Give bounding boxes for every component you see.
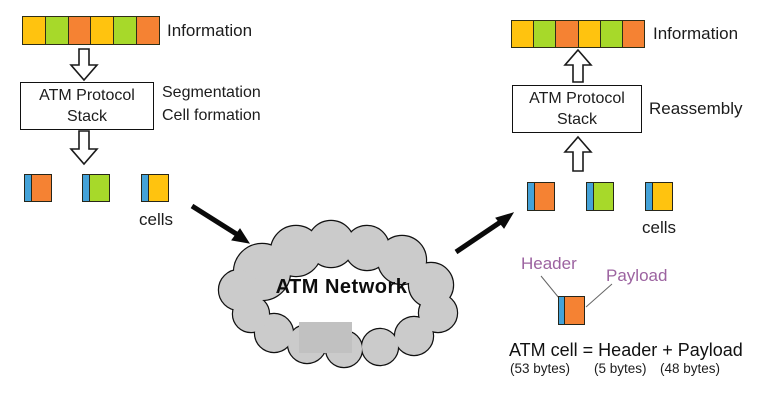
atm-network-cloud-fill [219, 221, 457, 367]
cell-header-strip [559, 297, 565, 324]
cell-formation-label: Cell formation [162, 107, 261, 124]
info-square [113, 17, 137, 44]
from-network-arrow-icon [454, 212, 515, 255]
cell-payload [32, 175, 51, 201]
info-square [23, 17, 45, 44]
info-square [90, 17, 114, 44]
cell-header-strip [25, 175, 32, 201]
cell-header-strip [83, 175, 90, 201]
information-bar [22, 16, 160, 45]
atm-cell [586, 182, 614, 211]
atm-cell-formula-label: ATM cell = Header + Payload [509, 340, 743, 360]
payload-size-label: (48 bytes) [660, 361, 721, 376]
info-square [67, 17, 91, 44]
information-label: Information [653, 24, 739, 43]
down-arrow-icon [69, 130, 99, 166]
header-size-label: (5 bytes) [594, 361, 647, 376]
info-square [577, 21, 600, 47]
atm-cell [24, 174, 52, 202]
cell-payload [565, 297, 584, 324]
down-arrow-icon [69, 48, 99, 82]
cell-header-strip [142, 175, 149, 201]
info-square [621, 21, 645, 47]
segmentation-label: Segmentation [162, 84, 261, 101]
cell-payload [149, 175, 168, 201]
cell-payload [535, 183, 554, 210]
cloud-watermark-rect [299, 322, 352, 353]
atm-cell [527, 182, 555, 211]
stack-box-line1: ATM Protocol [529, 90, 625, 107]
atm-cell [82, 174, 110, 202]
stack-box-line2: Stack [66, 108, 107, 125]
reassembly-label: Reassembly [649, 99, 743, 118]
info-square [136, 17, 159, 44]
info-square [555, 21, 578, 47]
cell-payload [90, 175, 109, 201]
info-square [512, 21, 534, 47]
total-size-label: (53 bytes) [510, 361, 571, 376]
cells-label: cells [139, 210, 174, 229]
information-label: Information [167, 21, 253, 40]
atm-network-label: ATM Network [275, 276, 408, 298]
cell-payload [594, 183, 613, 210]
up-arrow-icon [563, 48, 593, 83]
cell-header-strip [646, 183, 653, 210]
info-square [599, 21, 622, 47]
atm-protocol-stack-box: ATM Protocol Stack [512, 85, 642, 133]
atm-protocol-stack-box: ATM Protocol Stack [20, 82, 154, 130]
cell-header-strip [528, 183, 535, 210]
header-pointer-line [540, 275, 560, 299]
information-bar [511, 20, 645, 48]
cell-payload [653, 183, 672, 210]
up-arrow-icon [563, 135, 593, 172]
stack-box-line2: Stack [556, 111, 597, 128]
stack-box-line1: ATM Protocol [39, 87, 135, 104]
payload-label: Payload [606, 266, 668, 285]
info-square [44, 17, 68, 44]
atm-cell [645, 182, 673, 211]
cells-label: cells [642, 218, 677, 237]
payload-pointer-line [585, 283, 613, 308]
atm-cell [141, 174, 169, 202]
header-label: Header [521, 254, 577, 273]
anatomy-atm-cell [558, 296, 585, 325]
cell-header-strip [587, 183, 594, 210]
to-network-arrow-icon [190, 203, 251, 244]
info-square [533, 21, 556, 47]
